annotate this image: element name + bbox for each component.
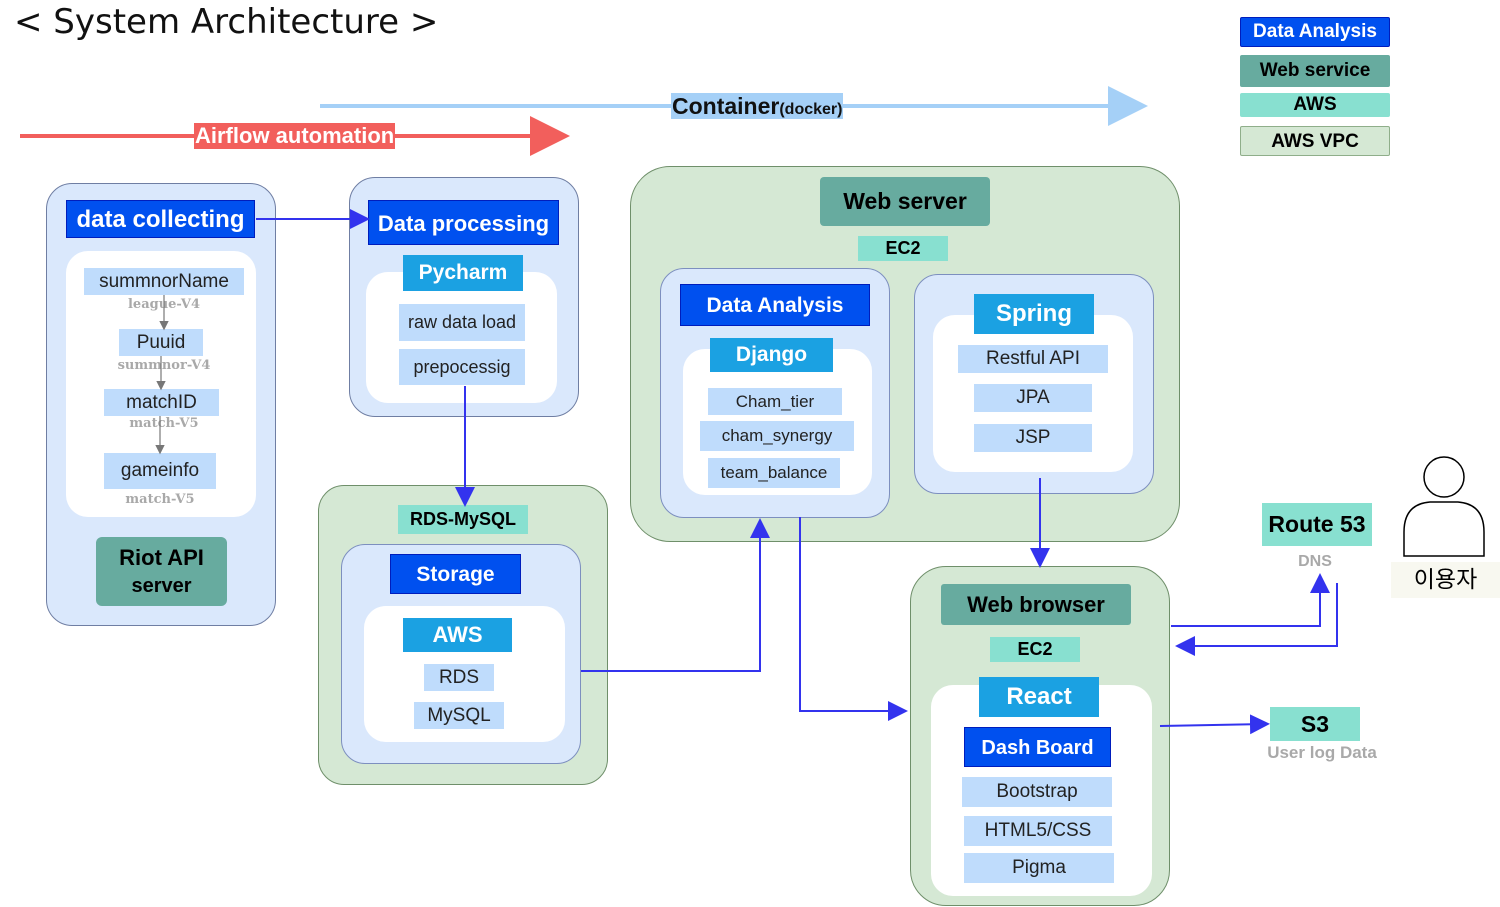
restful-api: Restful API [958, 345, 1108, 373]
pigma-chip: Pigma [964, 853, 1114, 883]
mysql-chip: MySQL [414, 702, 504, 729]
arrow-analysis-to-browser [799, 517, 908, 721]
storage-header: Storage [390, 554, 521, 594]
legend-web-service: Web service [1240, 55, 1390, 87]
dashboard-label: Dash Board [964, 727, 1111, 767]
pycharm-label: Pycharm [403, 255, 523, 291]
webserver-ec2: EC2 [858, 236, 948, 261]
route53-label: Route 53 [1262, 503, 1372, 546]
legend-data-analysis: Data Analysis [1240, 17, 1390, 47]
arrow-browser-to-s3 [1159, 714, 1270, 735]
browser-ec2: EC2 [990, 637, 1080, 662]
s3-label: S3 [1270, 707, 1360, 741]
spring-label: Spring [974, 294, 1094, 334]
step-matchid: matchID [104, 389, 219, 416]
page-title: < System Architecture > [14, 2, 439, 42]
browser-header: Web browser [941, 584, 1131, 625]
container-label: Container(docker) [671, 93, 844, 119]
bootstrap-chip: Bootstrap [962, 777, 1112, 807]
html5-css-chip: HTML5/CSS [964, 816, 1112, 846]
airflow-label: Airflow automation [194, 123, 396, 149]
step-puuid: Puuid [119, 329, 203, 356]
webserver-header: Web server [820, 177, 990, 226]
step-gameinfo: gameinfo [104, 453, 216, 489]
legend-aws: AWS [1240, 93, 1390, 117]
riot-api-line2: server [131, 575, 192, 597]
user-icon [1403, 456, 1485, 557]
api-match-v5-2: match-V5 [125, 492, 195, 507]
jpa-chip: JPA [974, 384, 1092, 412]
container-text: Container [672, 93, 780, 119]
raw-data-load: raw data load [399, 304, 525, 341]
rds-chip: RDS [424, 664, 494, 691]
api-match-v5-1: match-V5 [129, 416, 199, 431]
s3-sub: User log Data [1267, 743, 1377, 762]
step-summnorname: summnorName [84, 268, 244, 295]
analysis-header: Data Analysis [680, 284, 870, 326]
arrow-route53-to-browser [1175, 583, 1338, 656]
route53-sub: DNS [1298, 553, 1332, 570]
cham-synergy: cham_synergy [700, 421, 854, 451]
aws-label: AWS [403, 618, 512, 652]
legend-aws-vpc: AWS VPC [1240, 126, 1390, 156]
processing-header: Data processing [368, 200, 559, 245]
prepocessig: prepocessig [399, 349, 525, 385]
cham-tier: Cham_tier [708, 388, 842, 415]
rds-mysql-label: RDS-MySQL [398, 505, 528, 534]
api-league-v4: league-V4 [127, 297, 201, 312]
team-balance: team_balance [708, 458, 840, 488]
api-summnor-v4: summnor-V4 [117, 358, 211, 373]
riot-api-line1: Riot API [119, 545, 204, 570]
container-subtext: (docker) [779, 101, 843, 118]
django-label: Django [710, 338, 833, 372]
user-label: 이용자 [1391, 562, 1500, 598]
jsp-chip: JSP [974, 424, 1092, 452]
react-label: React [979, 677, 1099, 717]
riot-api-server: Riot API server [96, 537, 227, 606]
collect-header: data collecting [66, 200, 255, 238]
arrow-browser-to-route53 [1171, 573, 1330, 627]
